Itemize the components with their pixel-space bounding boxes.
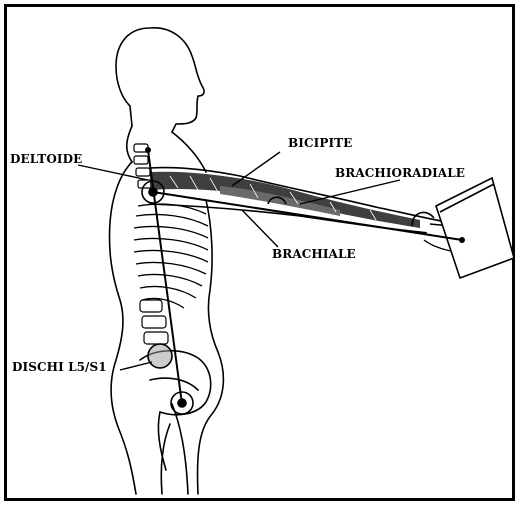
book-icon (436, 178, 514, 278)
label-brachioradiale: BRACHIORADIALE (335, 166, 465, 180)
neck-outline (127, 126, 132, 162)
rib-cage (134, 204, 208, 308)
label-dischi: DISCHI L5/S1 (12, 360, 107, 374)
back-outline (109, 162, 136, 494)
chest-outline (198, 200, 224, 494)
label-deltoide: DELTOIDE (10, 152, 82, 166)
shoulder-outline (172, 132, 206, 172)
label-brachiale: BRACHIALE (272, 247, 356, 261)
head-outline (116, 28, 204, 132)
label-bicipite: BICIPITE (288, 136, 352, 150)
femur-outline (172, 404, 188, 494)
disc-joint (148, 344, 172, 368)
